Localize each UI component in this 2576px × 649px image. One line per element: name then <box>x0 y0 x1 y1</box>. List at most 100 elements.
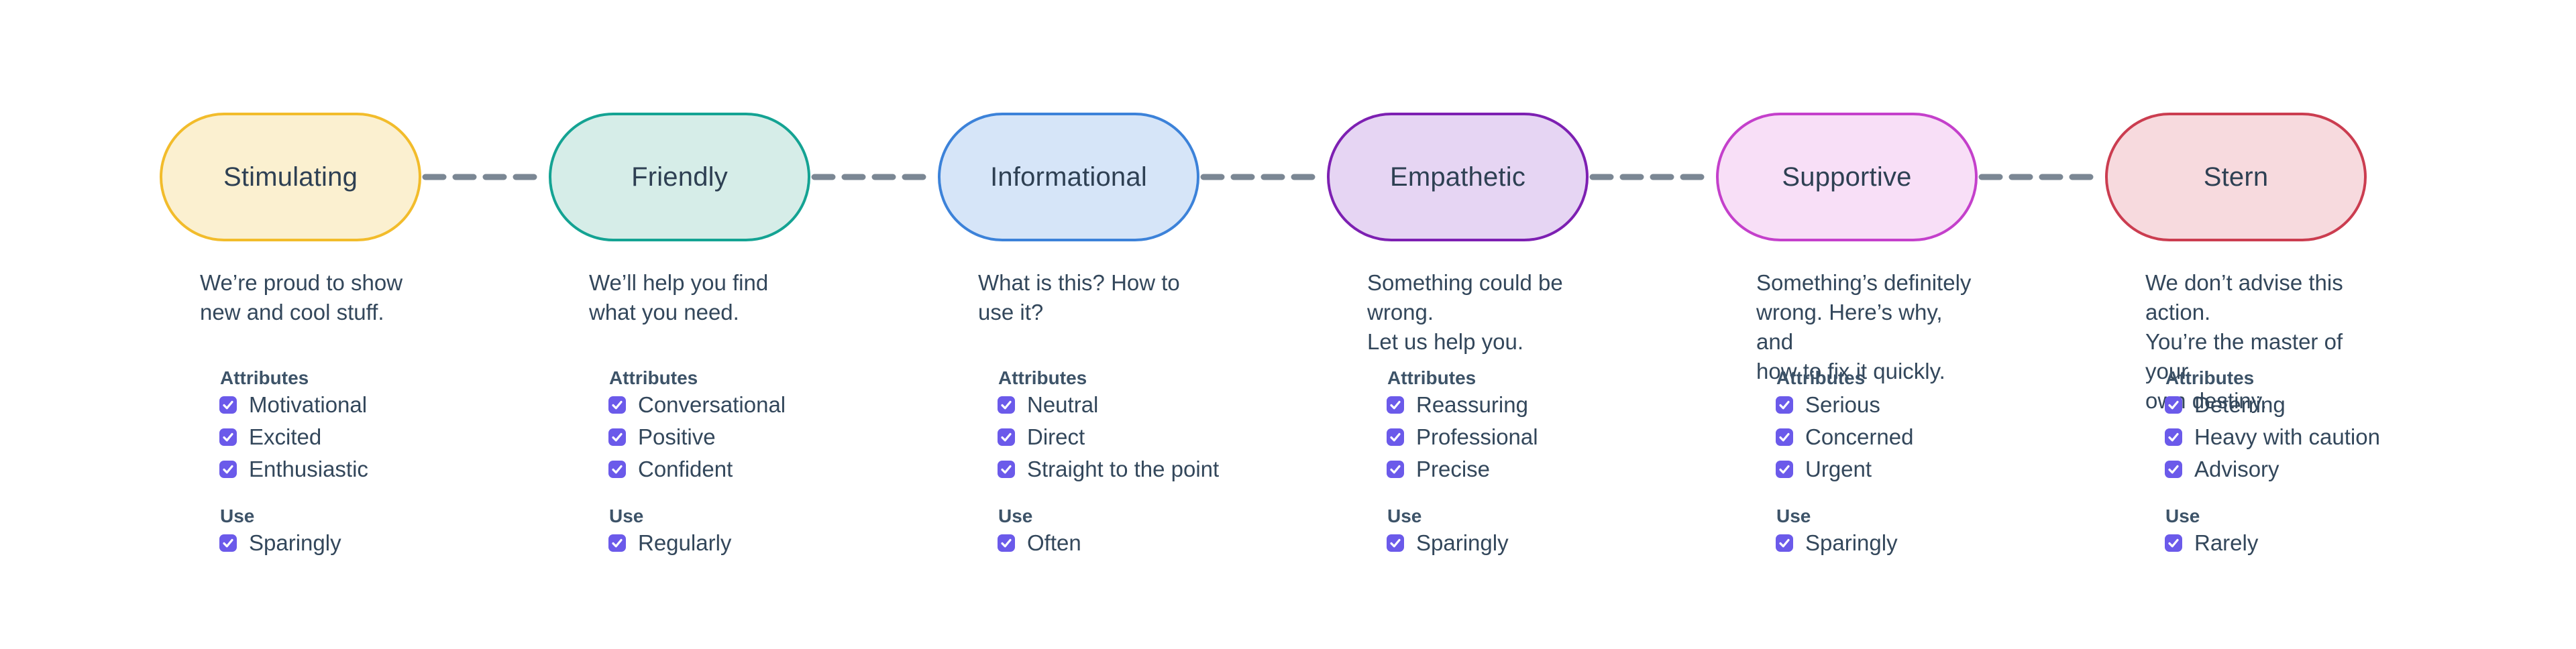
attribute-label: Precise <box>1416 457 1491 481</box>
attribute-item: Heavy with caution <box>2165 421 2380 453</box>
attribute-label: Deterring <box>2194 392 2286 417</box>
attribute-item: Neutral <box>998 389 1199 421</box>
checkbox-checked-icon[interactable] <box>219 428 237 446</box>
attributes-header: Attributes <box>2165 367 2255 388</box>
attribute-label: Concerned <box>1805 424 1914 449</box>
checkbox-checked-icon[interactable] <box>1776 428 1793 446</box>
attribute-label: Neutral <box>1027 392 1099 417</box>
attributes-header: Attributes <box>609 367 698 388</box>
use-label: Sparingly <box>1805 530 1898 555</box>
tone-description: We’re proud to show new and cool stuff. <box>200 270 403 324</box>
tone-description: What is this? How to use it? <box>978 270 1180 324</box>
checkbox-checked-icon[interactable] <box>608 396 626 414</box>
use-header: Use <box>998 506 1033 526</box>
dashed-connector <box>422 174 548 180</box>
use-header: Use <box>1387 506 1422 526</box>
tone-title: Stimulating <box>223 162 358 192</box>
use-label: Sparingly <box>1416 530 1509 555</box>
use-item: Regularly <box>608 527 810 559</box>
checkbox-checked-icon[interactable] <box>1387 428 1404 446</box>
tone-column-supportive: Supportive Something’s definitely wrong.… <box>1716 113 1978 559</box>
use-header: Use <box>220 506 255 526</box>
attribute-item: Confident <box>608 453 810 485</box>
attribute-label: Direct <box>1027 424 1085 449</box>
attribute-label: Straight to the point <box>1027 457 1220 481</box>
tone-column-friendly: Friendly We’ll help you find what you ne… <box>549 113 810 559</box>
checkbox-checked-icon[interactable] <box>608 461 626 478</box>
tone-description: Something’s definitely wrong. Here’s why… <box>1756 270 1972 384</box>
attribute-label: Excited <box>249 424 322 449</box>
attribute-item: Straight to the point <box>998 453 1219 485</box>
checkbox-checked-icon[interactable] <box>1776 534 1793 552</box>
tone-column-stern: Stern We don’t advise this action. You’r… <box>2105 113 2380 559</box>
checkbox-checked-icon[interactable] <box>2165 461 2182 478</box>
tone-node-stern: Stern <box>2105 113 2367 241</box>
tone-map-diagram: Stimulating We’re proud to show new and … <box>160 113 2380 559</box>
attribute-item: Conversational <box>608 389 810 421</box>
tone-title: Supportive <box>1782 162 1912 192</box>
dashed-connector <box>1978 174 2104 180</box>
checkbox-checked-icon[interactable] <box>2165 396 2182 414</box>
tone-column-informational: Informational What is this? How to use i… <box>938 113 1219 559</box>
tone-node-supportive: Supportive <box>1716 113 1978 241</box>
checkbox-checked-icon[interactable] <box>1387 461 1404 478</box>
use-item: Rarely <box>2165 527 2367 559</box>
attribute-item: Direct <box>998 421 1199 453</box>
use-label: Rarely <box>2194 530 2259 555</box>
attribute-item: Reassuring <box>1387 389 1589 421</box>
tone-node-empathetic: Empathetic <box>1327 113 1589 241</box>
attribute-label: Enthusiastic <box>249 457 368 481</box>
tone-title: Empathetic <box>1389 162 1526 192</box>
use-header: Use <box>609 506 644 526</box>
attribute-item: Concerned <box>1776 421 1978 453</box>
attribute-item: Precise <box>1387 453 1589 485</box>
use-header: Use <box>1776 506 1811 526</box>
checkbox-checked-icon[interactable] <box>1776 461 1793 478</box>
attribute-item: Urgent <box>1776 453 1978 485</box>
use-label: Sparingly <box>249 530 341 555</box>
checkbox-checked-icon[interactable] <box>998 396 1015 414</box>
checkbox-checked-icon[interactable] <box>219 461 237 478</box>
use-item: Sparingly <box>219 527 421 559</box>
checkbox-checked-icon[interactable] <box>219 396 237 414</box>
attribute-label: Confident <box>638 457 733 481</box>
attribute-label: Conversational <box>638 392 786 417</box>
attributes-header: Attributes <box>1387 367 1477 388</box>
checkbox-checked-icon[interactable] <box>608 428 626 446</box>
tone-description: Something could be wrong. Let us help yo… <box>1367 270 1563 354</box>
dashed-connector <box>1589 174 1715 180</box>
use-label: Regularly <box>638 530 732 555</box>
tone-node-informational: Informational <box>938 113 1199 241</box>
checkbox-checked-icon[interactable] <box>998 534 1015 552</box>
checkbox-checked-icon[interactable] <box>1387 396 1404 414</box>
attributes-header: Attributes <box>998 367 1087 388</box>
use-item: Sparingly <box>1387 527 1589 559</box>
use-label: Often <box>1027 530 1081 555</box>
tone-title: Friendly <box>631 162 728 192</box>
attribute-item: Enthusiastic <box>219 453 421 485</box>
tone-column-empathetic: Empathetic Something could be wrong. Let… <box>1327 113 1589 559</box>
checkbox-checked-icon[interactable] <box>998 461 1015 478</box>
tone-node-friendly: Friendly <box>549 113 810 241</box>
checkbox-checked-icon[interactable] <box>608 534 626 552</box>
attribute-label: Positive <box>638 424 716 449</box>
dashed-connector <box>1200 174 1326 180</box>
checkbox-checked-icon[interactable] <box>1776 396 1793 414</box>
attribute-label: Advisory <box>2194 457 2279 481</box>
checkbox-checked-icon[interactable] <box>1387 534 1404 552</box>
dashed-connector <box>811 174 937 180</box>
checkbox-checked-icon[interactable] <box>219 534 237 552</box>
attribute-label: Reassuring <box>1416 392 1528 417</box>
checkbox-checked-icon[interactable] <box>2165 534 2182 552</box>
attribute-label: Motivational <box>249 392 368 417</box>
attributes-header: Attributes <box>1776 367 1866 388</box>
attribute-item: Motivational <box>219 389 421 421</box>
tone-title: Stern <box>2203 162 2269 192</box>
attribute-label: Heavy with caution <box>2194 424 2380 449</box>
checkbox-checked-icon[interactable] <box>2165 428 2182 446</box>
attribute-label: Serious <box>1805 392 1880 417</box>
tone-column-stimulating: Stimulating We’re proud to show new and … <box>160 113 421 559</box>
checkbox-checked-icon[interactable] <box>998 428 1015 446</box>
attribute-item: Excited <box>219 421 421 453</box>
attribute-label: Urgent <box>1805 457 1872 481</box>
